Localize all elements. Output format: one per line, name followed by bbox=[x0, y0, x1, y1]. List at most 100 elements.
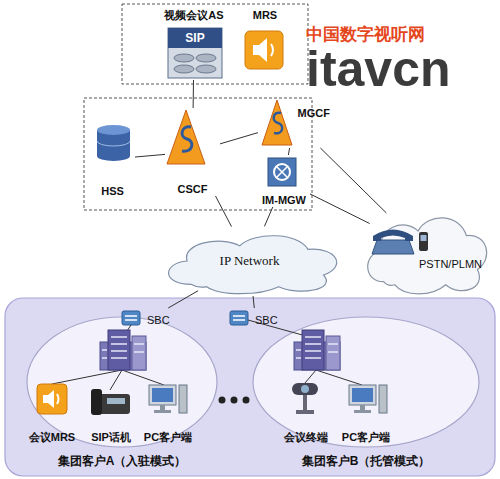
wire bbox=[305, 370, 316, 383]
ellipsis-dot bbox=[231, 397, 238, 404]
wire bbox=[110, 370, 122, 390]
pc-base bbox=[354, 410, 371, 413]
node-label: MGCF bbox=[298, 106, 330, 120]
sound-wave bbox=[271, 44, 273, 56]
network-cloud: IP Network bbox=[152, 226, 347, 296]
camera-base bbox=[296, 410, 314, 414]
connector-line bbox=[320, 148, 386, 213]
terminal-device: 会议终端 bbox=[282, 380, 330, 444]
camera-lens bbox=[301, 385, 309, 393]
node-label: PC客户端 bbox=[144, 430, 192, 444]
control-triangle bbox=[262, 100, 292, 145]
node-label: IP Network bbox=[220, 254, 280, 268]
cloud-shape bbox=[169, 236, 337, 294]
server-disk bbox=[174, 54, 194, 62]
database-top bbox=[97, 125, 130, 135]
building-tower bbox=[326, 336, 340, 370]
phone-screen bbox=[107, 398, 125, 404]
node-label: IM-MGW bbox=[262, 193, 306, 207]
gateway-icon bbox=[268, 158, 296, 186]
node-label: 会议MRS bbox=[29, 430, 75, 444]
sbc-icon bbox=[230, 311, 248, 325]
pc-screen bbox=[152, 388, 173, 402]
mobile-icon bbox=[419, 232, 428, 251]
building-windows bbox=[296, 337, 338, 358]
connector-line bbox=[253, 296, 254, 308]
node-label: PC客户端 bbox=[342, 430, 390, 444]
phone-handset bbox=[91, 389, 102, 415]
control-symbol bbox=[182, 127, 192, 151]
connector-line bbox=[220, 133, 258, 144]
server-disk bbox=[174, 65, 194, 73]
telephone-icon bbox=[372, 240, 414, 254]
ellipse-shape bbox=[253, 317, 479, 447]
node-label: PSTN/PLMN bbox=[419, 257, 482, 271]
connector-line bbox=[135, 154, 165, 157]
node-label: HSS bbox=[101, 184, 124, 198]
customer-band bbox=[5, 298, 495, 476]
ellipse-shape bbox=[27, 317, 217, 447]
node-label: 会议终端 bbox=[284, 430, 328, 444]
node-label: CSCF bbox=[178, 182, 208, 196]
sbc-icon bbox=[122, 311, 140, 325]
customer-group: 集团客户B（托管模式） 会议终端 PC客户端 bbox=[252, 316, 480, 468]
terminal-device: PC客户端 bbox=[340, 380, 392, 444]
mobile-screen bbox=[421, 235, 427, 241]
telephone-handset bbox=[373, 230, 413, 242]
gateway-symbol bbox=[274, 164, 290, 180]
node-label: 视频会议AS bbox=[164, 8, 223, 22]
connector-line bbox=[288, 148, 289, 155]
connector-line bbox=[264, 207, 272, 226]
terminal-device: PC客户端 bbox=[144, 380, 192, 444]
ellipsis-dot bbox=[219, 397, 226, 404]
database-band bbox=[97, 141, 130, 146]
building-tower bbox=[132, 336, 146, 370]
pc-tower bbox=[179, 385, 187, 413]
control-triangle bbox=[167, 110, 205, 164]
control-symbol bbox=[274, 113, 282, 134]
service-layer-frame bbox=[122, 4, 308, 84]
pc-monitor bbox=[149, 385, 176, 405]
terminal-device: SIP话机 bbox=[88, 380, 134, 444]
connector-line bbox=[310, 194, 370, 224]
watermark-logo: itavcn bbox=[306, 44, 451, 94]
connector-line bbox=[168, 291, 198, 308]
wire bbox=[52, 370, 122, 384]
building-windows bbox=[102, 337, 144, 358]
wire bbox=[248, 320, 306, 336]
pc-monitor bbox=[349, 385, 376, 405]
cloud-shape bbox=[368, 218, 487, 294]
node-label: SBC bbox=[255, 313, 278, 327]
speaker-symbol bbox=[43, 390, 54, 408]
pc-base bbox=[154, 410, 171, 413]
gateway-symbol bbox=[276, 166, 288, 178]
pc-tower bbox=[379, 385, 387, 413]
wire bbox=[122, 370, 164, 385]
mrs-device bbox=[37, 384, 67, 414]
pc-stand bbox=[360, 405, 365, 410]
building-tower bbox=[108, 330, 130, 370]
mrs-icon bbox=[245, 31, 283, 69]
wire bbox=[316, 370, 362, 385]
speaker-symbol bbox=[253, 38, 267, 62]
server-disk bbox=[196, 65, 216, 73]
node-label: MRS bbox=[253, 8, 277, 22]
conference-camera bbox=[292, 383, 318, 395]
sbc-arrows bbox=[125, 316, 137, 320]
node-label: 集团客户B（托管模式） bbox=[302, 454, 431, 468]
pc-screen bbox=[352, 388, 373, 402]
node-label: SBC bbox=[147, 313, 170, 327]
sbc-arrows bbox=[233, 316, 245, 320]
connector-line bbox=[193, 80, 194, 108]
server-top bbox=[168, 28, 222, 48]
node-label: 集团客户A（入驻模式） bbox=[58, 454, 187, 468]
server-body bbox=[168, 28, 222, 78]
node-label: SIP话机 bbox=[91, 430, 131, 444]
icon-text: SIP bbox=[168, 32, 222, 44]
terminal-device: 会议MRS bbox=[28, 380, 76, 444]
pc-stand bbox=[160, 405, 165, 410]
sound-wave bbox=[57, 394, 59, 404]
watermark: 中国数字视听网 bbox=[306, 26, 425, 43]
